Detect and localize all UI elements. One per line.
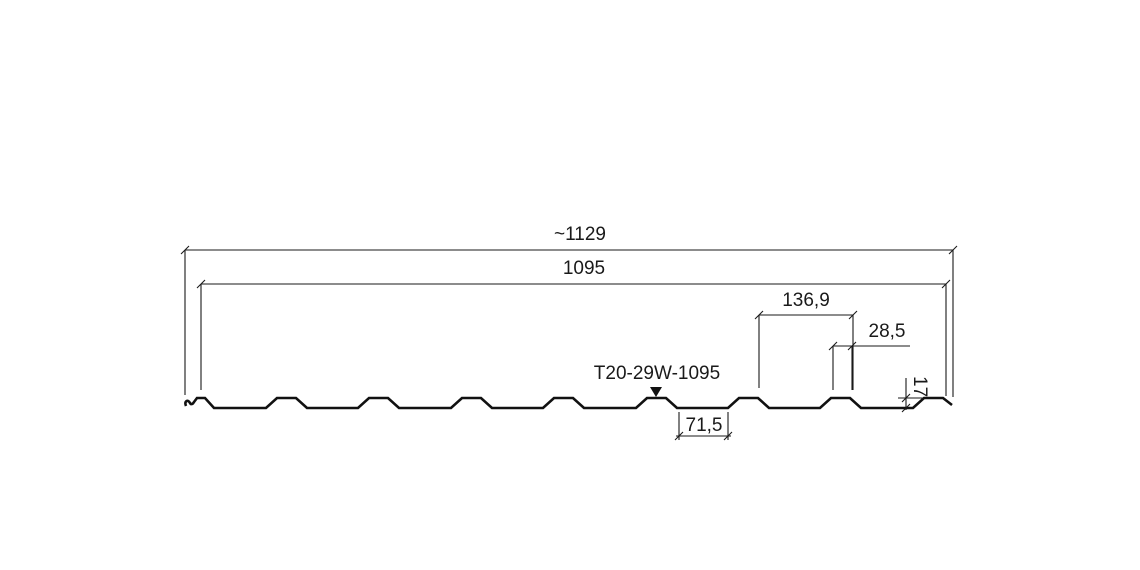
sheet-profile (184, 396, 953, 410)
dimension-pitch: 136,9 (754, 290, 858, 390)
rib-top-label: 28,5 (869, 321, 906, 342)
pitch-label: 136,9 (782, 290, 830, 311)
dimension-height: 17 (898, 376, 930, 413)
rib-bottom-label: 71,5 (686, 415, 723, 436)
model-callout: T20-29W-1095 (594, 363, 720, 397)
dimension-cover-width: 1095 (196, 258, 951, 396)
dimension-rib-bottom: 71,5 (674, 412, 733, 441)
dimension-rib-top: 28,5 (828, 321, 910, 390)
model-label: T20-29W-1095 (594, 363, 720, 384)
dimension-overall-width: ~1129 (180, 224, 958, 397)
cover-width-label: 1095 (563, 258, 605, 279)
height-label: 17 (909, 376, 930, 397)
overall-width-label: ~1129 (554, 224, 606, 245)
marker-triangle-icon (650, 387, 662, 397)
